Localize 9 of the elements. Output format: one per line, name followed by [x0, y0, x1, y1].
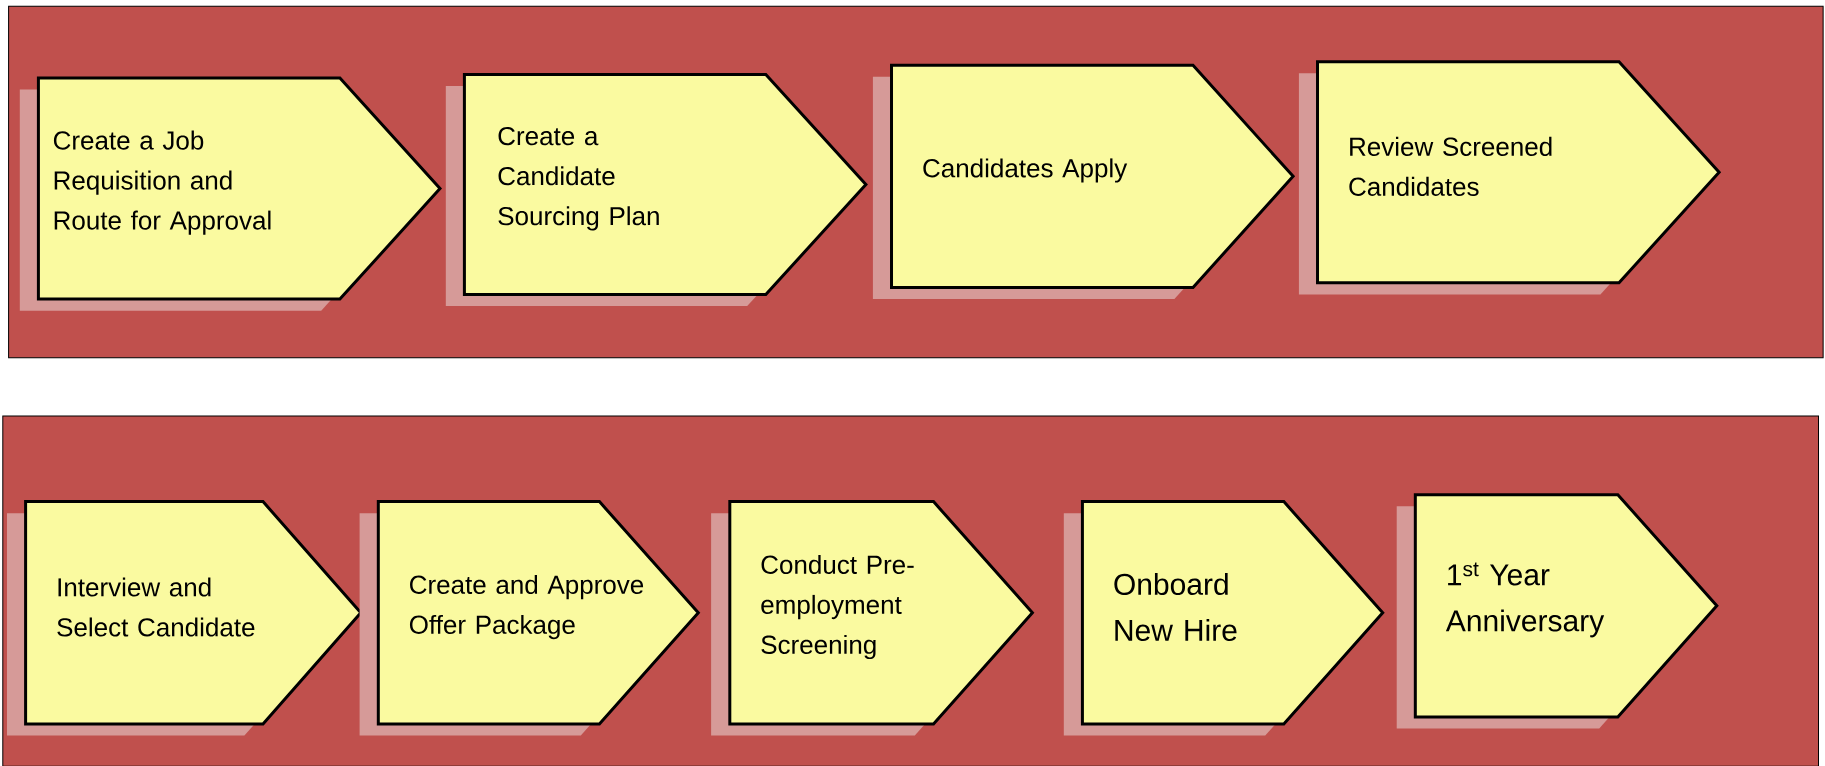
chevron-box: 1$^{st}$ Year Anniversary	[1396, 493, 1719, 729]
chevron-box: Create a Job Requisition and Route for Approval	[19, 76, 443, 311]
chevron-box: Create and Approve Offer Package	[359, 500, 701, 736]
chevron-box: Interview and Select Candidate	[7, 500, 363, 736]
chevron-box: Create a Candidate Sourcing Plan	[445, 73, 868, 307]
chevron-box: Review Screened Candidates	[1298, 60, 1722, 295]
chevron-box: Conduct Pre-employment Screening	[711, 500, 1035, 736]
chevron-box: Candidates Apply	[872, 63, 1296, 300]
chevron-box: Onboard New Hire	[1063, 500, 1385, 736]
